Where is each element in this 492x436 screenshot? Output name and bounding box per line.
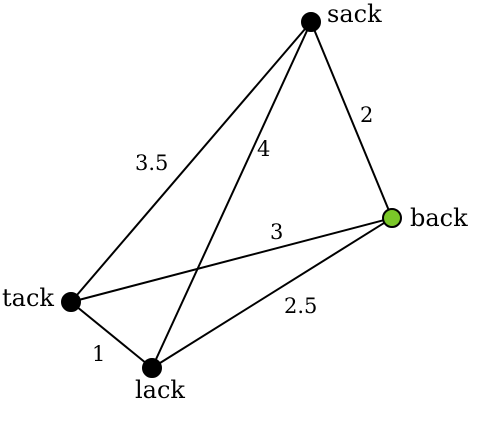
- node-back: [382, 208, 402, 228]
- nodes: [61, 12, 402, 378]
- node-labels: sack back tack lack: [2, 0, 468, 404]
- node-label-back: back: [410, 204, 468, 232]
- edge-sack-lack: [151, 21, 312, 369]
- edge-labels: 2 3.5 4 3 2.5 1: [92, 103, 373, 366]
- edge-sack-tack: [70, 21, 312, 303]
- edge-lack-back: [151, 217, 393, 369]
- edge-weight-lack-back: 2.5: [284, 294, 317, 318]
- node-label-tack: tack: [2, 284, 54, 312]
- edge-weight-sack-tack: 3.5: [135, 151, 168, 175]
- edge-tack-back: [70, 217, 393, 303]
- edge-tack-lack: [70, 301, 153, 369]
- node-sack: [301, 12, 321, 32]
- edge-weight-tack-lack: 1: [92, 342, 105, 366]
- node-label-sack: sack: [327, 0, 382, 28]
- node-label-lack: lack: [135, 376, 185, 404]
- edge-sack-back: [310, 21, 393, 219]
- edge-weight-tack-back: 3: [270, 220, 283, 244]
- edges: [70, 21, 393, 369]
- node-lack: [142, 358, 162, 378]
- edge-weight-sack-back: 2: [360, 103, 373, 127]
- node-tack: [61, 292, 81, 312]
- edge-weight-sack-lack: 4: [257, 137, 270, 161]
